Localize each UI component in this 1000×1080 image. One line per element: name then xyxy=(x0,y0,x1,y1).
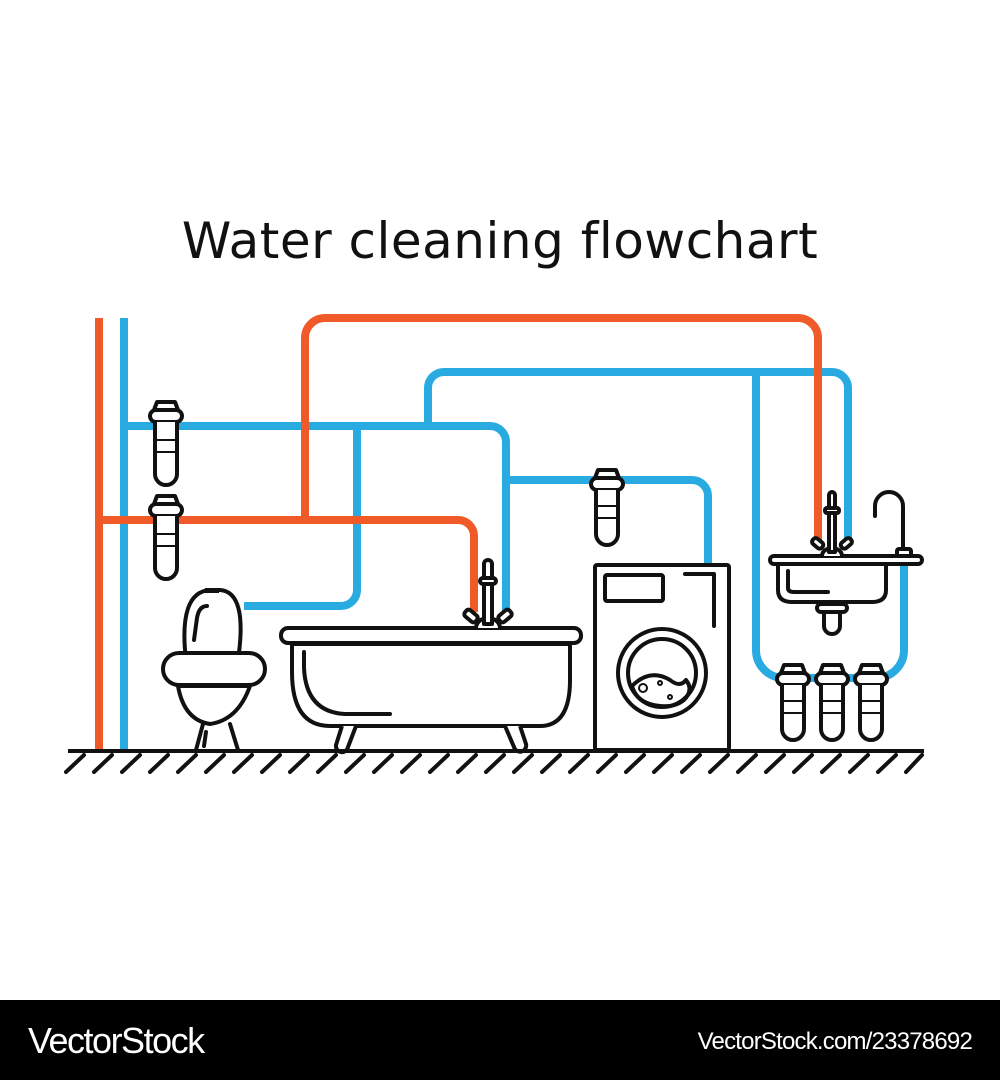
cold-branch-bathtub xyxy=(124,422,510,612)
filter-sink-1 xyxy=(775,663,811,742)
vectorstock-logo: VectorStock xyxy=(28,1020,205,1061)
drinking-water-tap xyxy=(873,490,913,558)
diagram-title: Water cleaning flowchart xyxy=(181,212,819,270)
cold-branch-sink-loop xyxy=(424,368,852,545)
hot-pipes xyxy=(95,314,822,750)
filter-cold-main xyxy=(148,400,184,487)
image-reference: VectorStock.com/23378692 xyxy=(697,1028,973,1055)
sink-faucet xyxy=(810,490,854,557)
filter-washer xyxy=(589,468,625,547)
filter-sink-3 xyxy=(853,663,889,742)
cold-branch-toilet xyxy=(244,426,361,610)
hot-branch-sink xyxy=(301,314,822,545)
watermark-footer: VectorStock VectorStock.com/23378692 xyxy=(0,1000,1000,1080)
bathtub-faucet xyxy=(462,558,514,629)
plumbing-diagram xyxy=(64,314,924,774)
hatched-floor xyxy=(64,749,924,774)
bathtub xyxy=(279,626,583,755)
washing-machine xyxy=(593,563,731,752)
toilet xyxy=(161,588,267,752)
hot-branch-bathtub xyxy=(99,516,478,612)
filter-sink-2 xyxy=(814,663,850,742)
filter-hot-main xyxy=(148,494,184,581)
kitchen-sink xyxy=(768,554,924,636)
cold-branch-washer xyxy=(506,476,712,566)
